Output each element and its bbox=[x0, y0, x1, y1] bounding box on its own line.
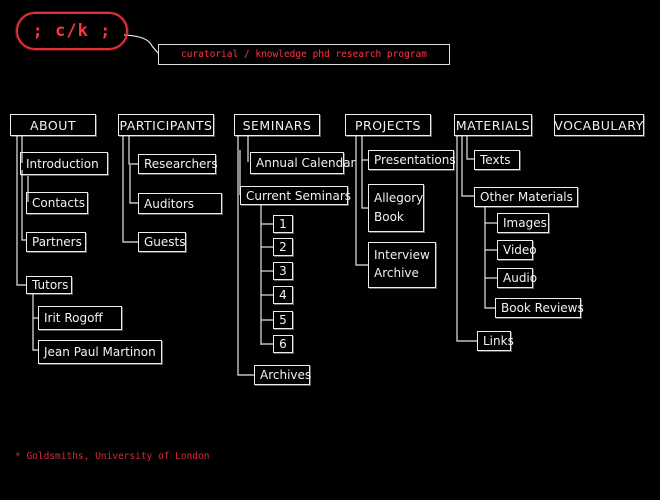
nav-about[interactable]: ABOUT bbox=[10, 114, 96, 136]
interview-archive-line-2: Archive bbox=[374, 266, 419, 281]
nav-materials-texts[interactable]: Texts bbox=[474, 150, 520, 170]
ck-logo-link[interactable]: ; c/k ; bbox=[16, 12, 128, 50]
nav-participants-auditors[interactable]: Auditors bbox=[138, 193, 222, 214]
nav-projects[interactable]: PROJECTS bbox=[345, 114, 431, 136]
nav-about-partners[interactable]: Partners bbox=[26, 232, 86, 252]
nav-participants-guests[interactable]: Guests bbox=[138, 232, 186, 252]
nav-projects-presentations[interactable]: Presentations bbox=[368, 150, 456, 170]
nav-seminars-annual-calendar[interactable]: Annual Calendar bbox=[250, 152, 356, 174]
nav-materials-images[interactable]: Images bbox=[497, 213, 549, 233]
nav-seminar-6[interactable]: 6 bbox=[273, 335, 293, 353]
nav-about-tutors[interactable]: Tutors bbox=[26, 276, 72, 294]
nav-seminar-5[interactable]: 5 bbox=[273, 311, 293, 329]
nav-about-introduction[interactable]: Introduction bbox=[20, 152, 108, 175]
nav-seminars-archives[interactable]: Archives bbox=[254, 365, 311, 385]
nav-materials[interactable]: MATERIALS bbox=[454, 114, 532, 136]
allegory-book-line-2: Book bbox=[374, 209, 404, 224]
footer-institution: * Goldsmiths, University of London bbox=[15, 451, 210, 462]
interview-archive-line-1: Interview bbox=[374, 248, 430, 263]
nav-seminar-3[interactable]: 3 bbox=[273, 262, 293, 280]
nav-tutor-irit-rogoff[interactable]: Irit Rogoff bbox=[38, 306, 122, 330]
nav-materials-links[interactable]: Links bbox=[477, 331, 514, 351]
program-tagline: curatorial / knowledge phd research prog… bbox=[158, 44, 450, 65]
nav-projects-allegory-book[interactable]: Allegory Book bbox=[368, 184, 424, 232]
allegory-book-line-1: Allegory bbox=[374, 190, 424, 205]
nav-materials-video[interactable]: Video bbox=[497, 240, 537, 260]
nav-projects-interview-archive[interactable]: Interview Archive bbox=[368, 242, 436, 288]
nav-materials-other[interactable]: Other Materials bbox=[474, 187, 578, 207]
nav-seminar-2[interactable]: 2 bbox=[273, 238, 293, 256]
nav-seminars-current[interactable]: Current Seminars bbox=[240, 186, 351, 205]
nav-participants[interactable]: PARTICIPANTS bbox=[118, 114, 214, 136]
nav-participants-researchers[interactable]: Researchers bbox=[138, 154, 218, 174]
nav-materials-book-reviews[interactable]: Book Reviews bbox=[495, 298, 584, 318]
nav-tutor-jean-paul-martinon[interactable]: Jean Paul Martinon bbox=[38, 340, 162, 364]
nav-materials-audio[interactable]: Audio bbox=[497, 268, 537, 288]
nav-about-contacts[interactable]: Contacts bbox=[26, 192, 88, 214]
nav-seminar-4[interactable]: 4 bbox=[273, 286, 293, 304]
nav-seminars[interactable]: SEMINARS bbox=[234, 114, 320, 136]
nav-seminar-1[interactable]: 1 bbox=[273, 215, 293, 233]
nav-vocabulary[interactable]: VOCABULARY bbox=[554, 114, 644, 136]
